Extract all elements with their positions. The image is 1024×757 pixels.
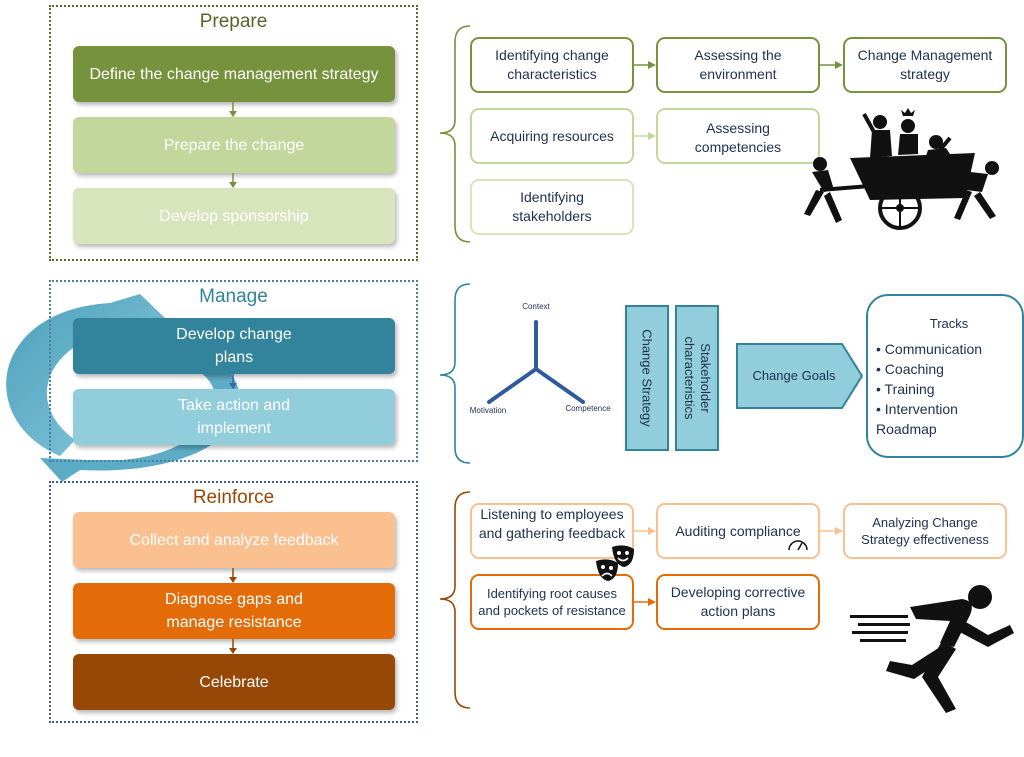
prepare-title: Prepare xyxy=(199,11,268,32)
bar-stakeholder-characteristics: Stakeholder characteristics xyxy=(675,305,719,451)
bar-stakeholder-label: Stakeholder characteristics xyxy=(682,336,713,420)
stage-define-strategy: Define the change management strategy xyxy=(73,46,395,102)
box-assessing-competencies: Assessing competencies xyxy=(656,108,820,164)
reinforce-section: Reinforce xyxy=(49,481,418,723)
theater-masks-icon xyxy=(596,545,634,581)
manage-title: Manage xyxy=(199,286,268,307)
manage-section: Manage xyxy=(49,280,418,462)
box-developing-corrective-plans: Developing corrective action plans xyxy=(656,574,820,630)
stage-develop-plans: Develop change plans xyxy=(73,318,395,374)
reinforce-title: Reinforce xyxy=(192,487,275,508)
triad-context-label: Context xyxy=(522,302,550,311)
box-auditing-compliance: Auditing compliance xyxy=(656,503,820,559)
box-listening-employees: Listening to employees and gathering fee… xyxy=(470,503,634,559)
tracks-item: • Coaching xyxy=(876,361,944,377)
box-analyzing-change-strategy: Analyzing Change Strategy effectiveness xyxy=(843,503,1007,559)
bar-change-strategy: Change Strategy xyxy=(625,305,669,451)
box-identifying-stakeholders: Identifying stakeholders xyxy=(470,179,634,235)
triad-competence-label: Competence xyxy=(565,404,611,413)
tracks-footer: Roadmap xyxy=(876,421,937,437)
triad-motivation-label: Motivation xyxy=(469,406,507,415)
stage-take-action: Take action and implement xyxy=(73,389,395,445)
stage-develop-sponsorship: Develop sponsorship xyxy=(73,188,395,244)
tracks-item: • Communication xyxy=(876,341,983,357)
tracks-title: Tracks xyxy=(929,316,969,331)
box-identifying-change-characteristics: Identifying change characteristics xyxy=(470,37,634,93)
running-man-icon xyxy=(850,585,1014,713)
box-change-management-strategy: Change Management strategy xyxy=(843,37,1007,93)
stage-collect-feedback: Collect and analyze feedback xyxy=(73,512,395,568)
stage-prepare-change: Prepare the change xyxy=(73,117,395,173)
box-assessing-environment: Assessing the environment xyxy=(656,37,820,93)
prepare-section: Prepare xyxy=(49,5,418,261)
stage-celebrate: Celebrate xyxy=(73,654,395,710)
bar-change-strategy-label: Change Strategy xyxy=(639,329,655,427)
stage-diagnose-gaps: Diagnose gaps and manage resistance xyxy=(73,583,395,639)
tracks-box: Tracks • Communication • Coaching • Trai… xyxy=(866,294,1024,458)
box-acquiring-resources: Acquiring resources xyxy=(470,108,634,164)
box-identifying-root-causes: Identifying root causes and pockets of r… xyxy=(470,574,634,630)
speedometer-icon xyxy=(788,540,808,551)
tracks-item: • Training xyxy=(876,381,935,397)
people-pushing-cart-icon xyxy=(804,108,999,230)
change-goals-label: Change Goals xyxy=(752,368,836,383)
tracks-item: • Intervention xyxy=(876,401,958,417)
